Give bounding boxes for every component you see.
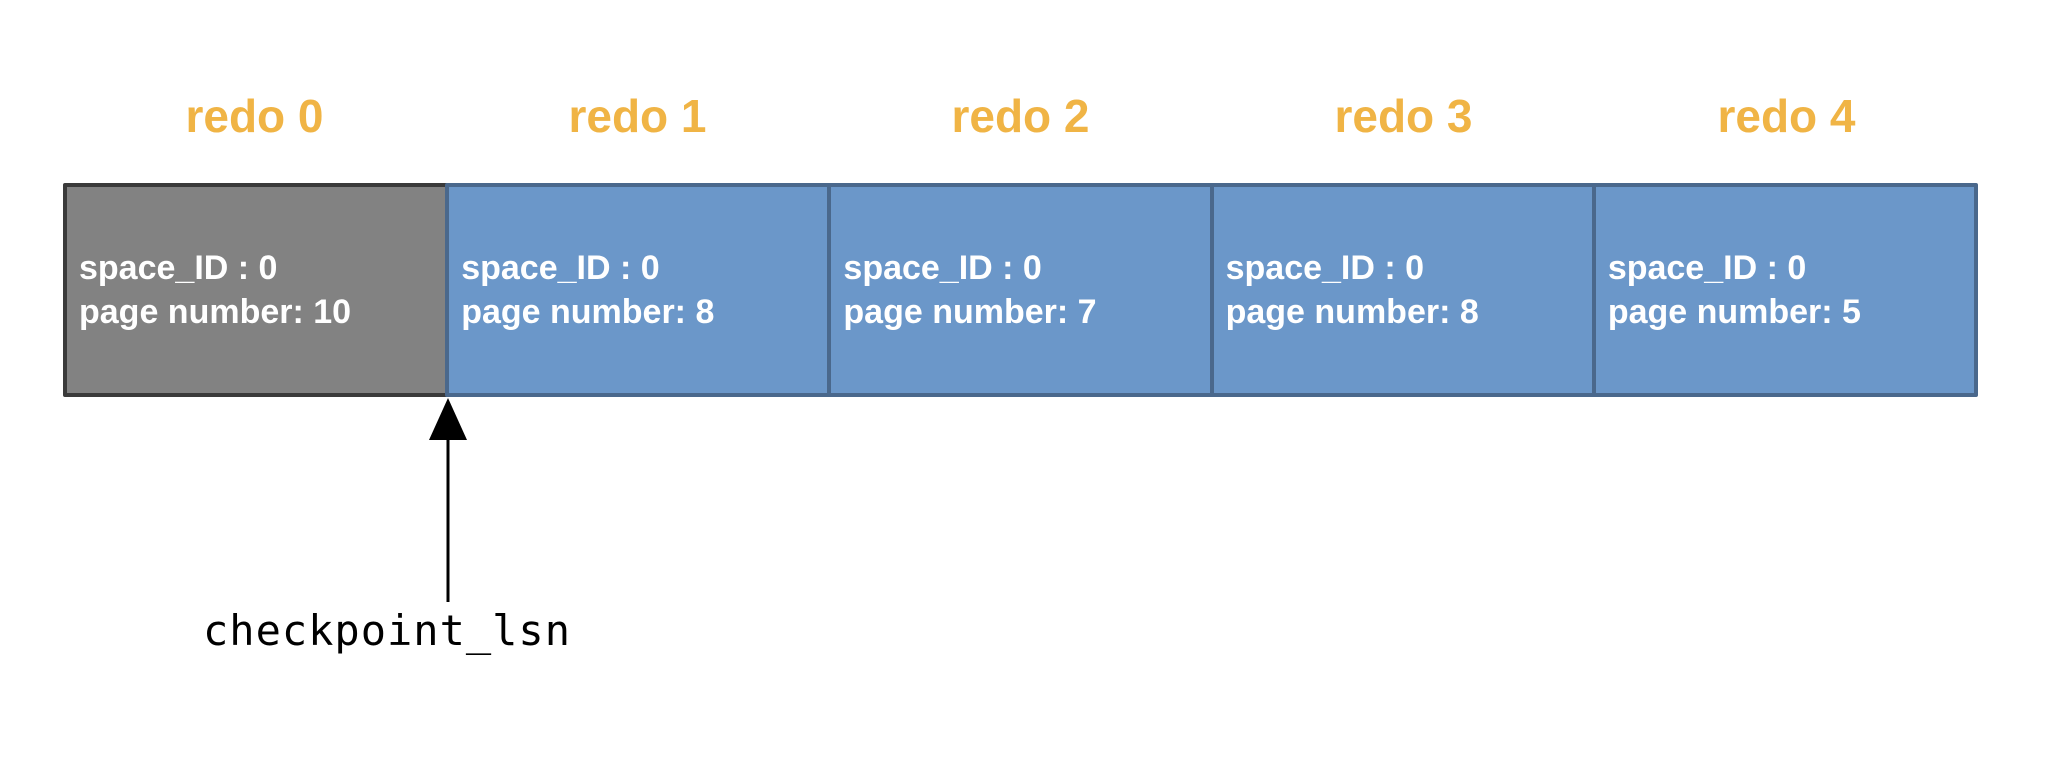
redo-2-label: redo 2 [951, 90, 1090, 142]
redo-0-label: redo 0 [185, 90, 324, 142]
page-number-text: page number: 8 [1225, 293, 1479, 331]
redo-4-label: redo 4 [1717, 90, 1856, 142]
redo-4-block: space_ID : 0 page number: 5 [1591, 183, 1979, 397]
checkpoint-lsn-label: checkpoint_lsn [203, 606, 572, 655]
redo-0-block: space_ID : 0 page number: 10 [63, 183, 450, 397]
redo-1-block: space_ID : 0 page number: 8 [445, 183, 832, 397]
redo-labels-row: redo 0 redo 1 redo 2 redo 3 redo 4 [63, 88, 1978, 144]
redo-3-label: redo 3 [1334, 90, 1473, 142]
redo-3-block: space_ID : 0 page number: 8 [1209, 183, 1596, 397]
space-id-text: space_ID : 0 [461, 249, 660, 287]
page-number-text: page number: 5 [1607, 293, 1861, 331]
space-id-text: space_ID : 0 [1225, 249, 1425, 287]
page-number-text: page number: 10 [79, 293, 352, 331]
redo-1-label: redo 1 [568, 90, 707, 142]
redo-2-block: space_ID : 0 page number: 7 [827, 183, 1214, 397]
redo-blocks-row: space_ID : 0 page number: 10 space_ID : … [63, 183, 1979, 397]
space-id-text: space_ID : 0 [79, 249, 278, 287]
page-number-text: page number: 8 [461, 293, 715, 331]
space-id-text: space_ID : 0 [1607, 249, 1807, 287]
checkpoint-arrow-icon [429, 398, 467, 602]
page-number-text: page number: 7 [843, 293, 1097, 331]
space-id-text: space_ID : 0 [843, 249, 1042, 287]
